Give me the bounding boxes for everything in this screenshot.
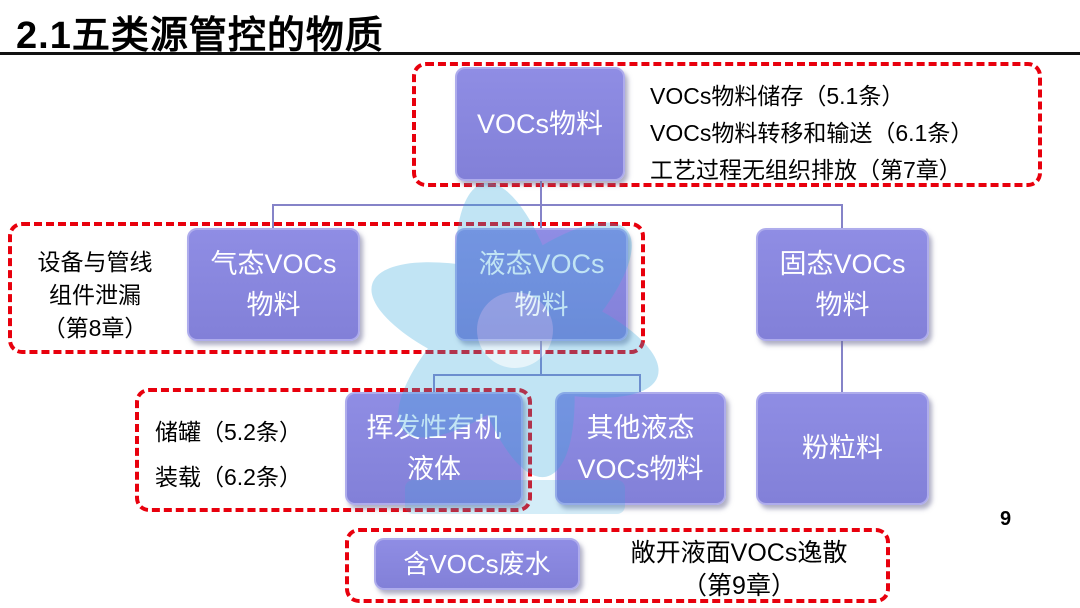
annotation-line: （第8章） xyxy=(42,315,148,341)
node-vocs-material: VOCs物料 xyxy=(455,67,625,181)
connector-to-other-liquid xyxy=(639,374,641,392)
node-label: 液态VOCs xyxy=(478,249,605,279)
connector-to-volatile xyxy=(433,374,435,392)
node-label: 液体 xyxy=(407,453,461,484)
node-label: 其他液态 xyxy=(586,413,695,443)
node-label: VOCs物料 xyxy=(476,108,603,139)
annotation-line: 储罐（5.2条） xyxy=(155,419,302,445)
node-volatile-organic-liquid: 挥发性有机 液体 xyxy=(345,392,523,505)
group-open-surface xyxy=(345,528,890,603)
group-equipment-leak xyxy=(8,222,645,354)
connector-row3-horizontal xyxy=(433,374,641,376)
node-label: 物料 xyxy=(246,289,301,320)
node-powder: 粉粒料 xyxy=(756,392,929,505)
connector-to-liquid xyxy=(540,204,542,228)
node-label: 粉粒料 xyxy=(802,433,883,464)
node-gaseous-vocs: 气态VOCs 物料 xyxy=(187,228,360,341)
annotation-line: VOCs物料储存（5.1条） xyxy=(650,83,905,109)
annotation-line: （第9章） xyxy=(682,572,796,600)
annotation-line: 设备与管线 xyxy=(37,249,153,275)
connector-vocs-down xyxy=(540,181,542,206)
page-number: 9 xyxy=(1000,508,1012,530)
node-label: 含VOCs废水 xyxy=(403,548,551,579)
node-label: 挥发性有机 xyxy=(366,413,502,443)
connector-to-gaseous xyxy=(272,204,274,228)
annotation-line: 敞开液面VOCs逸散 xyxy=(630,539,848,567)
node-label: VOCs物料 xyxy=(577,453,704,484)
node-label: 固态VOCs xyxy=(779,249,906,279)
node-label: 气态VOCs xyxy=(210,249,337,279)
title-divider xyxy=(0,52,1080,55)
annotation-line: 工艺过程无组织排放（第7章） xyxy=(650,157,962,183)
group-storage-loading xyxy=(135,388,532,512)
node-vocs-wastewater: 含VOCs废水 xyxy=(374,538,580,590)
annotation-storage-loading: 储罐（5.2条） 装载（6.2条） xyxy=(155,410,302,500)
annotation-equipment-leak: 设备与管线 组件泄漏 （第8章） xyxy=(14,246,176,345)
connector-row2-horizontal xyxy=(272,204,843,206)
node-liquid-vocs: 液态VOCs 物料 xyxy=(455,228,628,341)
connector-to-solid xyxy=(841,204,843,228)
node-solid-vocs: 固态VOCs 物料 xyxy=(756,228,929,341)
node-label: 物料 xyxy=(815,289,870,320)
node-other-liquid-vocs: 其他液态 VOCs物料 xyxy=(555,392,726,505)
annotation-open-surface: 敞开液面VOCs逸散 （第9章） xyxy=(592,537,886,603)
connector-solid-to-powder xyxy=(841,341,843,392)
annotation-vocs-group: VOCs物料储存（5.1条） VOCs物料转移和输送（6.1条） 工艺过程无组织… xyxy=(650,78,973,189)
slide-title: 2.1五类源管控的物质 xyxy=(16,15,384,57)
annotation-line: 组件泄漏 xyxy=(49,282,141,308)
group-vocs-material xyxy=(412,62,1042,187)
node-label: 物料 xyxy=(514,289,569,320)
annotation-line: 装载（6.2条） xyxy=(155,464,302,490)
connector-liquid-down xyxy=(540,341,542,376)
annotation-line: VOCs物料转移和输送（6.1条） xyxy=(650,120,974,146)
